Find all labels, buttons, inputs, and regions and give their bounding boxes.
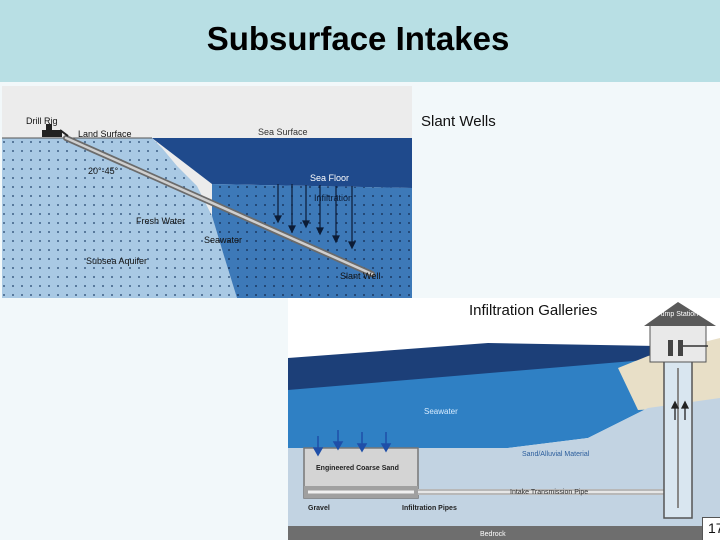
infiltration-galleries-diagram: Pump Station Seawater Sand/Alluvial Mate… bbox=[288, 298, 720, 540]
slant-wells-caption: Slant Wells bbox=[421, 113, 496, 130]
sea-surface-label: Sea Surface bbox=[258, 127, 308, 137]
infiltration-pipes-label: Infiltration Pipes bbox=[402, 505, 457, 512]
title-bar bbox=[0, 0, 720, 82]
sand-alluvial-label: Sand/Alluvial Material bbox=[522, 451, 590, 458]
gravel-label: Gravel bbox=[308, 505, 330, 512]
fresh-water-label: Fresh Water bbox=[136, 216, 185, 226]
sea-floor-label: Sea Floor bbox=[310, 173, 349, 183]
page-number: 17 bbox=[702, 517, 720, 540]
angle-label: 20°-45° bbox=[88, 166, 119, 176]
intake-pipe-label: Intake Transmission Pipe bbox=[510, 489, 588, 496]
drill-rig-label: Drill Rig bbox=[26, 116, 58, 126]
slide-title: Subsurface Intakes bbox=[206, 20, 510, 57]
subsea-aquifer-label: Subsea Aquifer bbox=[86, 256, 147, 266]
slant-wells-diagram: Drill Rig Land Surface Sea Surface 20°-4… bbox=[2, 86, 412, 298]
pump-station-label: Pump Station bbox=[656, 311, 698, 318]
engineered-sand-label: Engineered Coarse Sand bbox=[316, 465, 399, 472]
gallery-seawater-label: Seawater bbox=[424, 407, 458, 416]
seawater-label: Seawater bbox=[204, 235, 242, 245]
slant-well-label: Slant Well bbox=[340, 271, 380, 281]
land-surface-label: Land Surface bbox=[78, 129, 132, 139]
infiltration-galleries-caption: Infiltration Galleries bbox=[467, 302, 600, 319]
infiltration-label: Infiltration bbox=[314, 193, 353, 203]
bedrock-label: Bedrock bbox=[480, 531, 506, 538]
